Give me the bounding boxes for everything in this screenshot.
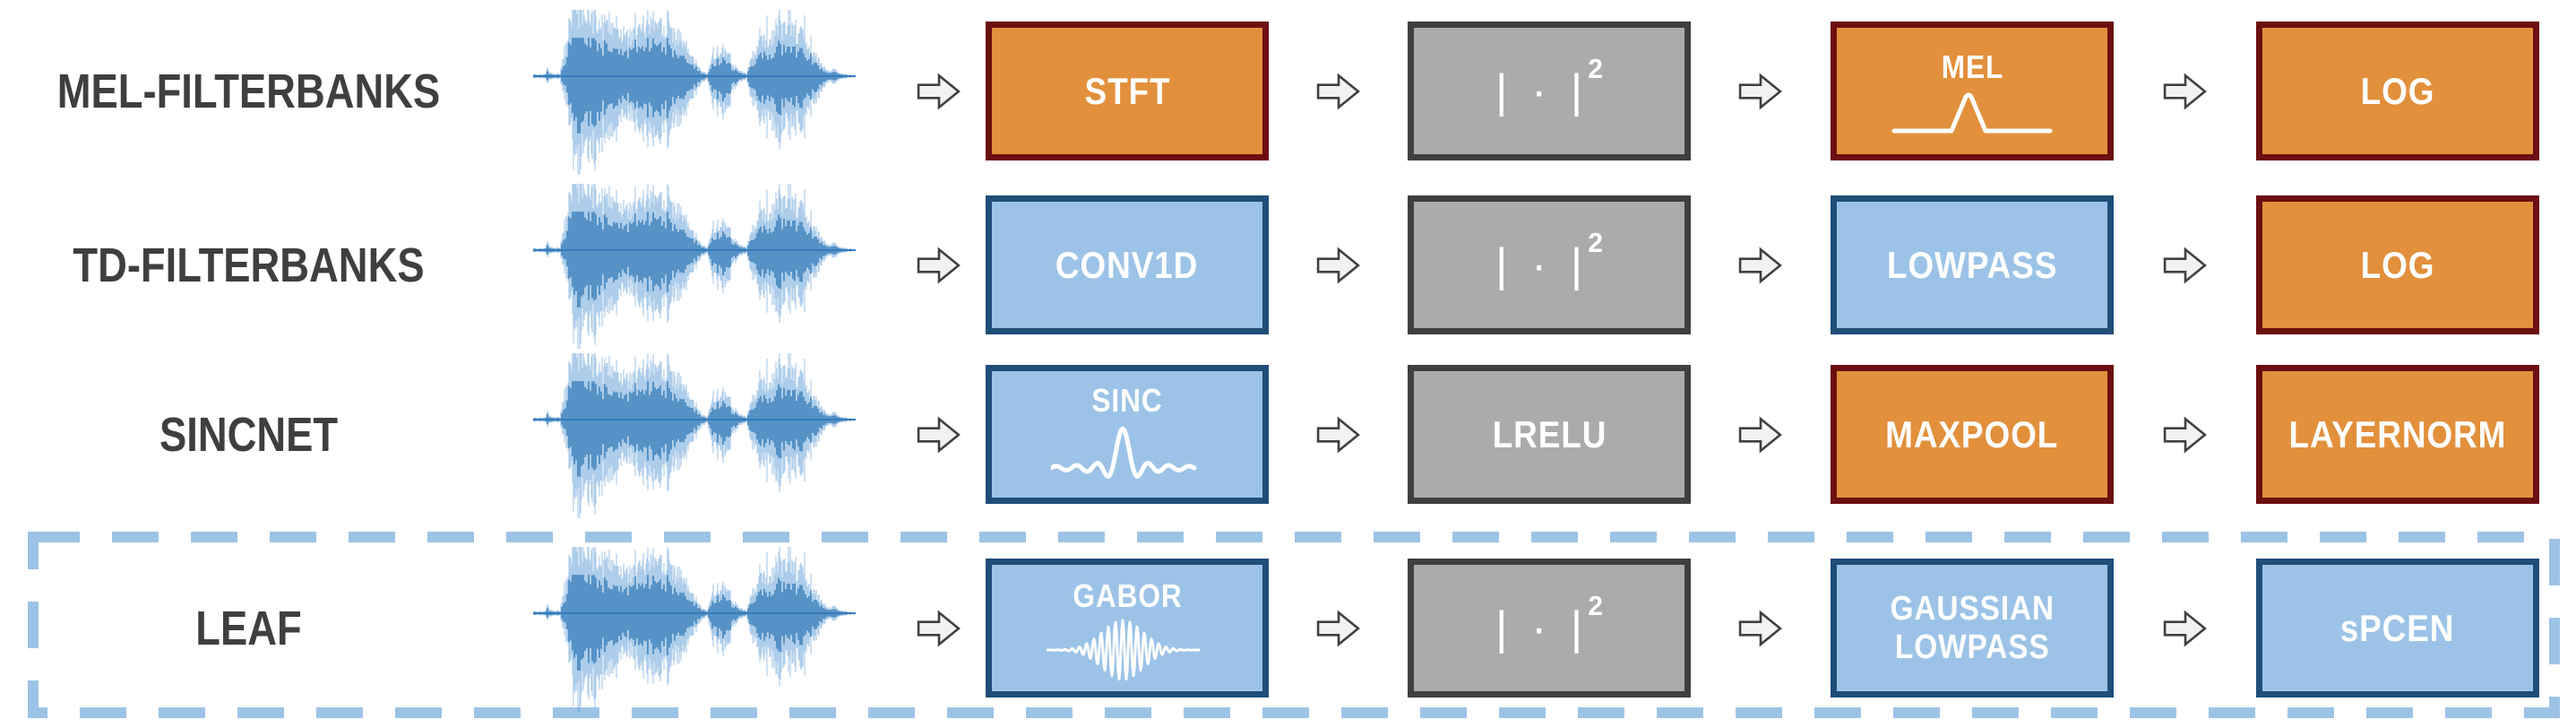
stage-box-modulus-squared: | · |2 xyxy=(1408,22,1691,160)
stage-box-stft: STFT xyxy=(986,22,1269,160)
row-label-td-filterbanks: TD-FILTERBANKS xyxy=(73,238,425,292)
flow-arrow-icon xyxy=(2163,610,2207,646)
stage-box-label: CONV1D xyxy=(1055,243,1199,286)
flow-arrow-icon xyxy=(917,247,961,283)
flow-arrow-icon xyxy=(917,73,961,109)
stage-box-label: sPCEN xyxy=(2340,606,2455,649)
flow-arrow-icon xyxy=(1316,416,1360,453)
stage-box-sinc: SINC xyxy=(986,365,1269,504)
flow-arrow-icon xyxy=(917,610,961,646)
flow-arrow-icon xyxy=(917,416,961,453)
stage-box-spcen: sPCEN xyxy=(2256,559,2539,698)
modulus-squared-label: | · |2 xyxy=(1495,228,1603,291)
mel-filter-icon xyxy=(1891,92,2053,133)
modulus-squared-label: | · |2 xyxy=(1495,591,1603,654)
pipeline-row-mel-filterbanks: MEL-FILTERBANKS STFT | · |2 MEL xyxy=(0,9,2539,175)
audio-waveform-image xyxy=(529,180,860,351)
stage-box-lowpass: LOWPASS xyxy=(1831,195,2114,334)
flow-arrow-icon xyxy=(1738,73,1782,109)
stage-box-label: SINC xyxy=(1091,381,1163,419)
stage-box-label: STFT xyxy=(1084,69,1170,112)
pipeline-row-td-filterbanks: TD-FILTERBANKS CONV1D | · |2 LOWPASS xyxy=(0,183,2539,349)
flow-arrow-icon xyxy=(1738,247,1782,283)
sinc-wave-icon xyxy=(1051,426,1197,479)
pipeline-row-leaf: LEAF GABOR | · |2 xyxy=(0,546,2539,712)
flow-arrow-icon xyxy=(1738,416,1782,453)
flow-arrow-icon xyxy=(2163,247,2207,283)
stage-box-label: GABOR xyxy=(1072,576,1183,614)
flow-arrow-icon xyxy=(1738,610,1782,646)
stage-box-label: LOG xyxy=(2360,243,2435,286)
stage-box-label: MEL xyxy=(1941,48,2003,85)
stage-box-maxpool: MAXPOOL xyxy=(1831,365,2114,504)
flow-arrow-icon xyxy=(1316,247,1360,283)
stage-box-modulus-squared: | · |2 xyxy=(1408,195,1691,334)
row-label-sincnet: SINCNET xyxy=(159,407,339,462)
flow-arrow-icon xyxy=(2163,73,2207,109)
stage-box-label: MAXPOOL xyxy=(1885,412,2059,455)
gabor-wavelet-icon xyxy=(1047,619,1201,680)
stage-box-lrelu: LRELU xyxy=(1408,365,1691,504)
stage-box-layernorm: LAYERNORM xyxy=(2256,365,2539,504)
stage-box-label: LRELU xyxy=(1492,412,1607,455)
flow-arrow-icon xyxy=(1316,610,1360,646)
stage-box-log: LOG xyxy=(2256,195,2539,334)
stage-box-gabor: GABOR xyxy=(986,559,1269,698)
stage-box-conv1d: CONV1D xyxy=(986,195,1269,334)
stage-box-modulus-squared: | · |2 xyxy=(1408,559,1691,698)
stage-box-label: LOWPASS xyxy=(1886,243,2058,286)
row-label-leaf: LEAF xyxy=(195,601,302,655)
stage-box-label: LOG xyxy=(2360,69,2435,112)
modulus-squared-label: | · |2 xyxy=(1495,54,1603,117)
pipeline-row-sincnet: SINCNET SINC LRELU xyxy=(0,352,2539,518)
row-label-mel-filterbanks: MEL-FILTERBANKS xyxy=(56,64,441,118)
stage-box-mel: MEL xyxy=(1831,22,2114,160)
flow-arrow-icon xyxy=(2163,416,2207,453)
audio-waveform-image xyxy=(529,6,860,177)
stage-box-log: LOG xyxy=(2256,22,2539,160)
audio-waveform-image xyxy=(529,350,860,520)
stage-box-label: LAYERNORM xyxy=(2288,412,2507,455)
audio-waveform-image xyxy=(529,543,860,714)
flow-arrow-icon xyxy=(1316,73,1360,109)
